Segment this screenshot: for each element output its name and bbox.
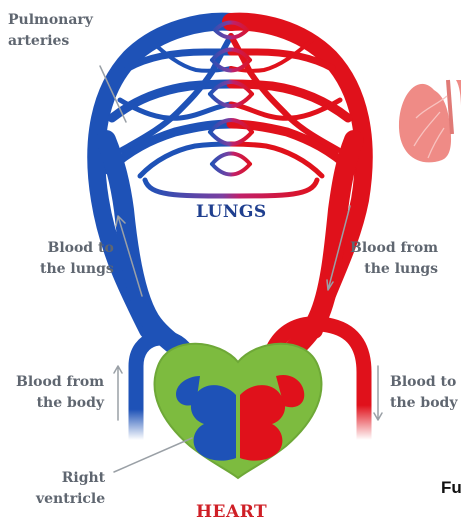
label-blood-from-body: Blood from the body (16, 372, 104, 414)
label-heart: HEART (196, 502, 267, 522)
cropped-caption: Fu (441, 478, 461, 498)
label-lungs: LUNGS (196, 202, 267, 222)
arrow-down-to-body (374, 366, 382, 420)
label-blood-to-lungs: Blood to the lungs (40, 238, 114, 280)
label-blood-from-lungs: Blood from the lungs (350, 238, 438, 280)
lung-icon (399, 80, 461, 162)
arrow-up-from-body (114, 366, 122, 420)
pointer-right-ventricle (114, 438, 192, 472)
heart-icon (155, 344, 322, 478)
label-right-ventricle: Right ventricle (36, 468, 105, 510)
label-blood-to-body: Blood to the body (390, 372, 457, 414)
label-pulmonary-arteries: Pulmonary arteries (8, 10, 93, 52)
